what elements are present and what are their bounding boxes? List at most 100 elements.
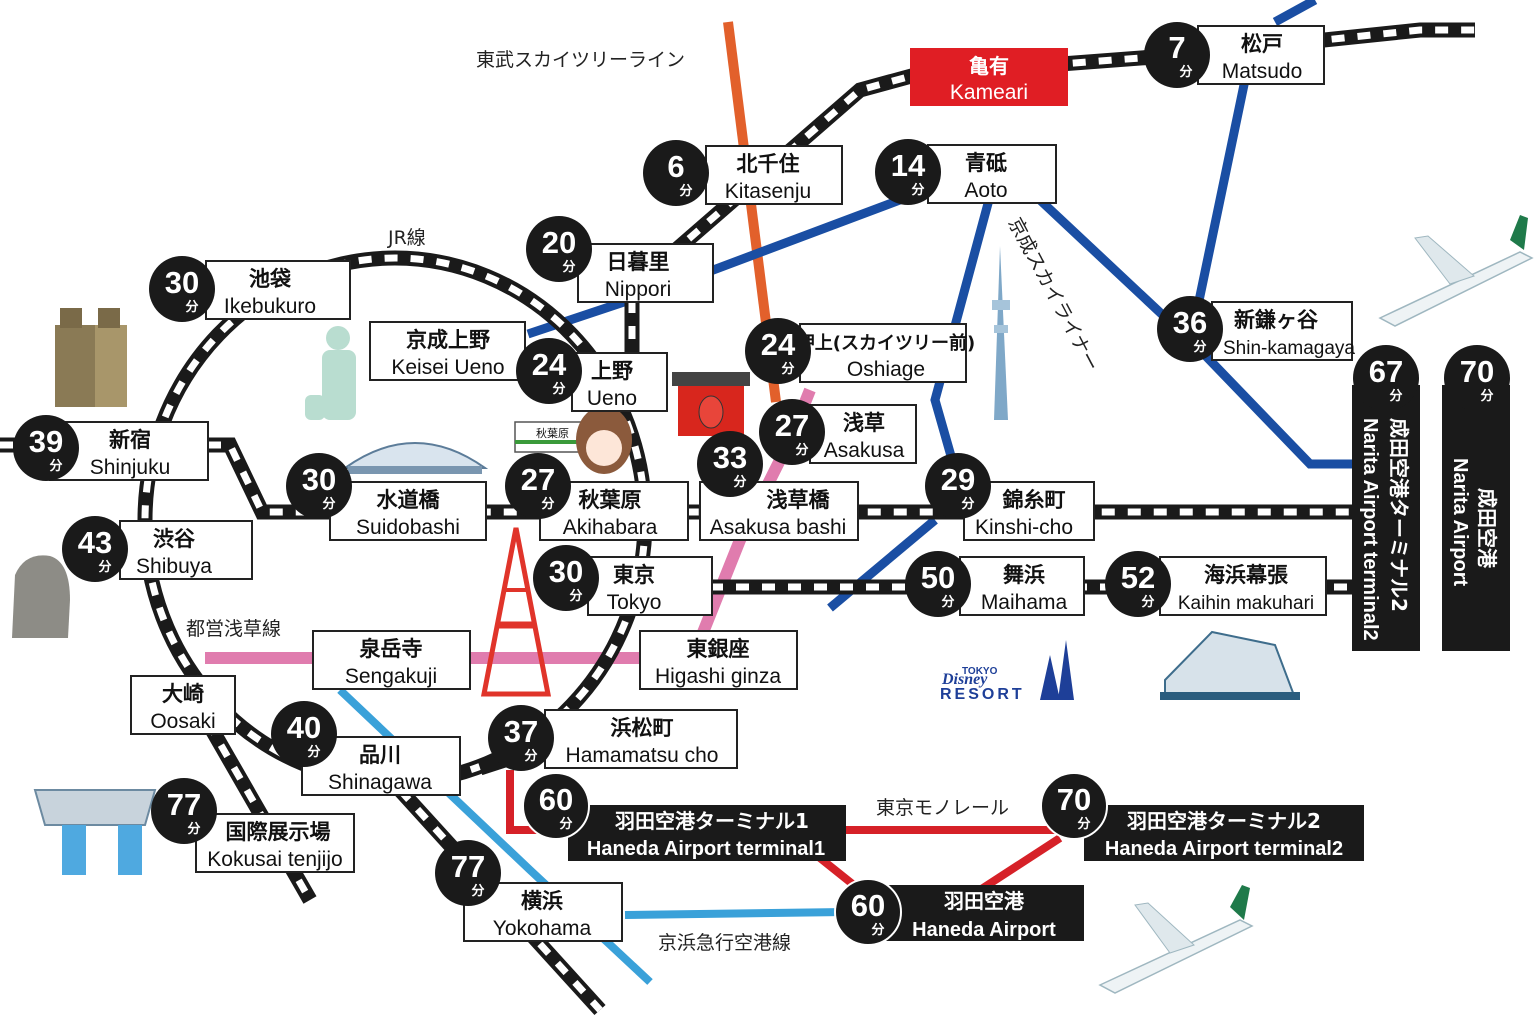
station-name-jp: 羽田空港ターミナル1 (615, 809, 809, 833)
airplane-icon-haneda (1098, 885, 1254, 994)
station-name-jp: 上野 (591, 359, 633, 383)
station-yokohama[interactable]: 横浜 Yokohama 77 分 (435, 840, 623, 942)
keisei-line-aoto-narita (1036, 196, 1355, 469)
minutes-unit: 分 (1179, 64, 1192, 80)
station-name-en: Ueno (587, 387, 637, 410)
minutes-value: 43 (78, 525, 112, 560)
station-sengakuji[interactable]: 泉岳寺 Sengakuji (312, 630, 471, 690)
station-asakusa[interactable]: 浅草 Asakusa 27 分 (759, 399, 917, 465)
station-shibuya[interactable]: 渋谷 Shibuya 43 分 (62, 516, 253, 582)
station-hamamatsucho[interactable]: 浜松町 Hamamatsu cho 37 分 (488, 705, 738, 771)
station-name-jp: 羽田空港 (944, 889, 1025, 913)
station-name-jp: 渋谷 (153, 527, 196, 551)
station-name-en: Narita Airport (1449, 458, 1471, 587)
station-name-en: Suidobashi (356, 516, 460, 539)
keikyu-to-haneda (624, 908, 846, 919)
minutes-unit: 分 (871, 922, 884, 938)
disney-small-text: TOKYO (962, 666, 998, 677)
station-name-en: Maihama (981, 591, 1068, 614)
minutes-unit: 分 (781, 361, 794, 377)
station-nippori[interactable]: 日暮里 Nippori 20 分 (526, 216, 714, 303)
station-name-en: Higashi ginza (655, 665, 781, 688)
station-higashi-ginza[interactable]: 東銀座 Higashi ginza (639, 630, 798, 690)
tokyo-tower-icon (480, 527, 552, 697)
station-narita-terminal2[interactable]: 67 分 成田空港ターミナル2 Narita Airport terminal2 (1352, 345, 1420, 651)
station-shin-kamagaya[interactable]: 新鎌ヶ谷 Shin-kamagaya 36 分 (1157, 296, 1355, 362)
station-kameari[interactable]: 亀有 Kameari (910, 48, 1068, 106)
minutes-value: 27 (521, 462, 555, 497)
station-keisei-ueno[interactable]: 京成上野 Keisei Ueno (369, 321, 526, 381)
station-maihama[interactable]: 舞浜 Maihama 50 分 (905, 551, 1085, 617)
station-name-en: Nippori (605, 278, 672, 301)
minutes-unit: 分 (569, 588, 582, 604)
stations: 亀有 Kameari 松戸 Matsudo 7 分 北千住 Kitasenju … (13, 22, 1510, 946)
station-haneda-terminal2[interactable]: 羽田空港ターミナル2 Haneda Airport terminal2 70 分 (1040, 772, 1364, 861)
station-ikebukuro[interactable]: 池袋 Ikebukuro 30 分 (149, 256, 351, 322)
station-matsudo[interactable]: 松戸 Matsudo 7 分 (1144, 22, 1325, 88)
station-oosaki[interactable]: 大崎 Oosaki (130, 675, 236, 735)
station-name-en: Kokusai tenjijo (207, 848, 342, 871)
minutes-value: 30 (549, 554, 583, 589)
station-name-jp: 海浜幕張 (1204, 563, 1289, 587)
tokyo-government-building-icon (55, 308, 127, 407)
minutes-unit: 分 (562, 259, 575, 275)
station-shinagawa[interactable]: 品川 Shinagawa 40 分 (271, 701, 461, 796)
tokyo-skytree-icon (992, 246, 1010, 420)
station-name-en: Oshiage (847, 358, 925, 381)
minutes-value: 70 (1460, 354, 1494, 389)
station-narita-airport[interactable]: 70 分 成田空港 Narita Airport (1442, 345, 1510, 651)
minutes-value: 6 (667, 149, 684, 184)
station-name-jp: 東京 (613, 563, 655, 587)
minutes-unit: 分 (49, 458, 62, 474)
station-shinjuku[interactable]: 新宿 Shinjuku 39 分 (13, 415, 209, 481)
landmarks: 秋葉原 (12, 215, 1534, 994)
station-asakusa-bashi[interactable]: 浅草橋 Asakusa bashi 33 分 (697, 431, 859, 541)
station-name-jp: 新宿 (109, 428, 151, 452)
minutes-value: 30 (302, 462, 336, 497)
station-name-jp: 東銀座 (687, 637, 750, 661)
station-haneda-terminal1[interactable]: 羽田空港ターミナル1 Haneda Airport terminal1 60 分 (522, 772, 846, 861)
station-oshiage[interactable]: 押上(スカイツリー前) Oshiage 24 分 (745, 318, 975, 384)
station-ueno[interactable]: 上野 Ueno 24 分 (516, 338, 668, 412)
minutes-unit: 分 (98, 559, 111, 575)
minutes-unit: 分 (1389, 388, 1402, 404)
disney-resort-text: RESORT (940, 686, 1025, 703)
minutes-value: 24 (761, 327, 796, 362)
station-name-en: Kitasenju (725, 180, 811, 203)
station-name-jp: 成田空港ターミナル2 (1387, 418, 1411, 612)
station-name-en: Haneda Airport terminal1 (587, 838, 825, 860)
minutes-unit: 分 (941, 594, 954, 610)
station-name-en: Shin-kamagaya (1223, 338, 1355, 359)
minutes-unit: 分 (679, 183, 692, 199)
station-name-en: Kaihin makuhari (1178, 593, 1314, 614)
airplane-icon-narita (1378, 215, 1534, 327)
tokyo-disney-resort-logo: TOKYO Disney RESORT (940, 640, 1074, 703)
minutes-value: 7 (1168, 30, 1185, 65)
minutes-value: 20 (542, 225, 576, 260)
akihabara-sign-text: 秋葉原 (536, 426, 569, 440)
minutes-value: 39 (29, 424, 63, 459)
minutes-unit: 分 (1193, 339, 1206, 355)
station-kinshicho[interactable]: 錦糸町 Kinshi-cho 29 分 (925, 453, 1095, 541)
station-akihabara[interactable]: 秋葉原 Akihabara 27 分 (505, 453, 689, 541)
minutes-unit: 分 (187, 821, 200, 837)
station-tokyo[interactable]: 東京 Tokyo 30 分 (533, 545, 713, 616)
minutes-value: 60 (851, 888, 885, 923)
keisei-line-matsudo-top (1272, 0, 1318, 26)
station-kaihin-makuhari[interactable]: 海浜幕張 Kaihin makuhari 52 分 (1105, 551, 1327, 617)
station-kitasenju[interactable]: 北千住 Kitasenju 6 分 (643, 140, 843, 206)
minutes-value: 60 (539, 782, 573, 817)
minutes-value: 14 (891, 148, 926, 183)
minutes-value: 50 (921, 560, 955, 595)
jr-line-label: JR線 (387, 227, 426, 249)
station-haneda-airport[interactable]: 羽田空港 Haneda Airport 60 分 (834, 878, 1084, 946)
station-suidobashi[interactable]: 水道橋 Suidobashi 30 分 (286, 453, 487, 541)
station-kokusai-tenjijo[interactable]: 国際展示場 Kokusai tenjijo 77 分 (151, 778, 355, 873)
minutes-value: 33 (713, 440, 747, 475)
station-name-jp: 錦糸町 (1003, 488, 1066, 512)
tokyo-big-sight-icon (33, 789, 157, 875)
minutes-unit: 分 (733, 474, 746, 490)
station-aoto[interactable]: 青砥 Aoto 14 分 (875, 139, 1057, 205)
station-name-en: Shinagawa (328, 771, 432, 794)
